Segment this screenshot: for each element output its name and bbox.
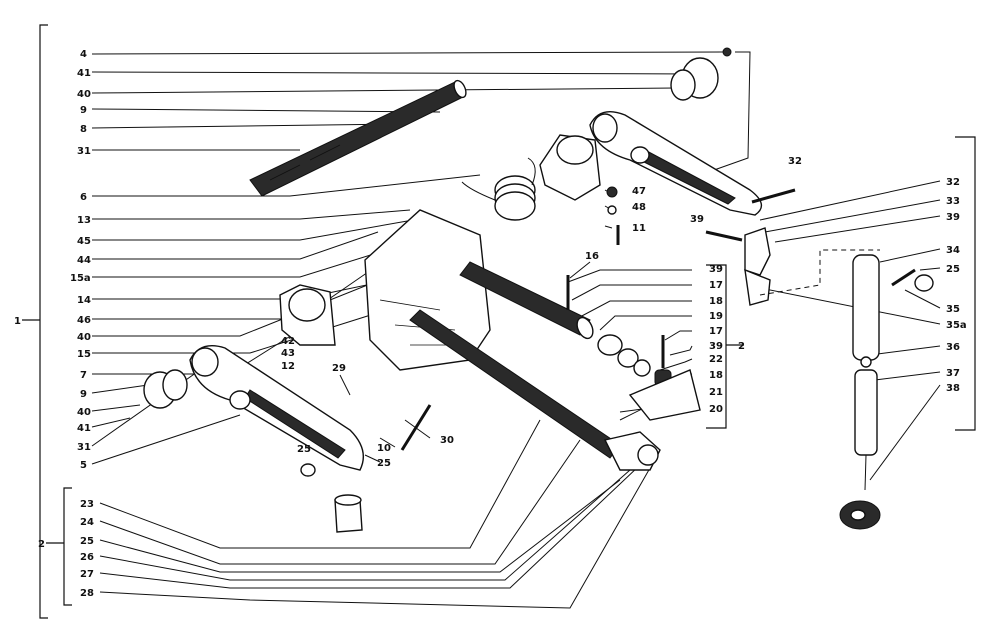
disc-cover-left [143, 369, 188, 409]
label-40: 40 [77, 89, 91, 100]
dashed-guide [759, 249, 880, 296]
bracket-1 [22, 24, 48, 619]
label-21: 21 [709, 387, 723, 398]
label-15a: 15a [70, 273, 91, 284]
leader-lines [91, 51, 941, 609]
label-25-b: 25 [377, 458, 391, 469]
label-39-a: 39 [709, 264, 723, 275]
label-12: 12 [281, 361, 295, 372]
label-33: 33 [946, 196, 960, 207]
label-11: 11 [632, 223, 646, 234]
label-35a: 35a [946, 320, 967, 331]
lift-rod-assembly [839, 254, 881, 530]
bracket-2-center [706, 264, 744, 429]
spline-shaft [459, 261, 594, 340]
label-17-a: 17 [709, 280, 723, 291]
label-36: 36 [946, 342, 960, 353]
torsion-shaft [249, 79, 467, 197]
label-2-left: 2 [38, 539, 45, 550]
label-14: 14 [77, 295, 91, 306]
lower-left-lift-arm [189, 345, 364, 471]
torsion-spring [461, 157, 536, 221]
label-9: 9 [80, 105, 87, 116]
label-34: 34 [946, 245, 960, 256]
label-23: 23 [80, 499, 94, 510]
label-10: 10 [377, 443, 391, 454]
part-labels: 4 41 40 9 8 31 6 13 45 44 15a 14 46 40 1… [14, 49, 967, 599]
rings-and-seals [597, 334, 701, 421]
label-24: 24 [80, 517, 94, 528]
label-30: 30 [440, 435, 454, 446]
label-9-b: 9 [80, 389, 87, 400]
bracket-2-left [46, 487, 72, 606]
label-25-d: 25 [80, 536, 94, 547]
bearing-housing-top [539, 134, 601, 201]
upper-right-lift-arm [589, 111, 763, 216]
bearing-housing-left [279, 284, 336, 346]
label-42: 42 [281, 336, 295, 347]
lower-link-ball [334, 494, 363, 533]
label-35: 35 [946, 304, 960, 315]
label-41-b: 41 [77, 423, 91, 434]
small-fasteners [300, 186, 934, 477]
label-39-d: 39 [690, 214, 704, 225]
label-45: 45 [77, 236, 91, 247]
label-16: 16 [585, 251, 599, 262]
label-4: 4 [80, 49, 87, 60]
label-7: 7 [80, 370, 87, 381]
label-27: 27 [80, 569, 94, 580]
label-29: 29 [332, 363, 346, 374]
label-40-c: 40 [77, 407, 91, 418]
label-39-c: 39 [946, 212, 960, 223]
label-13: 13 [77, 215, 91, 226]
label-19: 19 [709, 311, 723, 322]
label-18-b: 18 [709, 370, 723, 381]
label-48: 48 [632, 202, 646, 213]
label-5: 5 [80, 460, 87, 471]
label-38: 38 [946, 383, 960, 394]
bracket-right [955, 136, 976, 431]
label-20: 20 [709, 404, 723, 415]
label-8: 8 [80, 124, 87, 135]
label-40-b: 40 [77, 332, 91, 343]
label-28: 28 [80, 588, 94, 599]
label-31-b: 31 [77, 442, 91, 453]
housing-block [364, 209, 491, 371]
label-31: 31 [77, 146, 91, 157]
label-32-b: 32 [946, 177, 960, 188]
label-18-a: 18 [709, 296, 723, 307]
label-43: 43 [281, 348, 295, 359]
clevis-bracket [744, 227, 771, 306]
label-22: 22 [709, 354, 723, 365]
label-6: 6 [80, 192, 87, 203]
label-41: 41 [77, 68, 91, 79]
label-25-c: 25 [946, 264, 960, 275]
label-2-center: 2 [738, 341, 745, 352]
label-15: 15 [77, 349, 91, 360]
label-39-b: 39 [709, 341, 723, 352]
label-47: 47 [632, 186, 646, 197]
label-32-a: 32 [788, 156, 802, 167]
label-17-b: 17 [709, 326, 723, 337]
label-37: 37 [946, 368, 960, 379]
label-25-a: 25 [297, 444, 311, 455]
disc-cover-top [670, 47, 732, 101]
label-44: 44 [77, 255, 91, 266]
label-26: 26 [80, 552, 94, 563]
label-46: 46 [77, 315, 91, 326]
label-1: 1 [14, 316, 21, 327]
lower-shaft [409, 309, 661, 471]
